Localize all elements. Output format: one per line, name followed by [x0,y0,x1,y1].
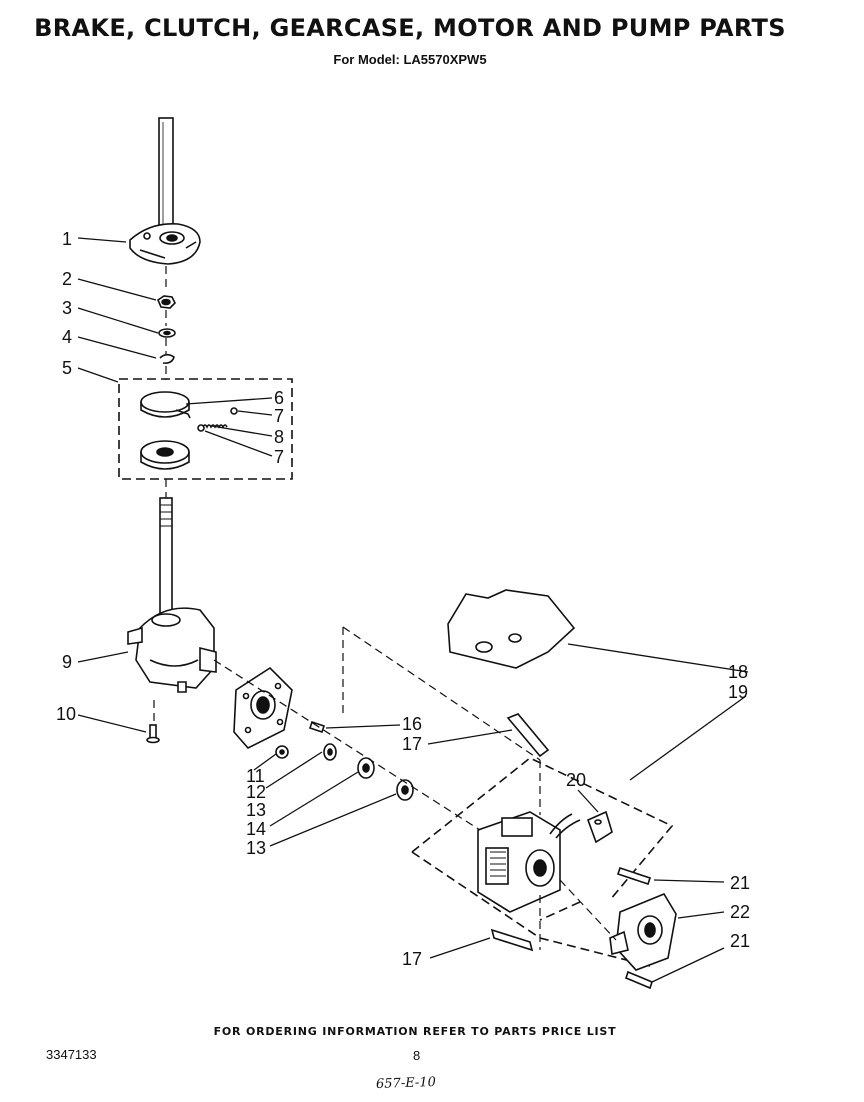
callout-9: 9 [62,652,72,672]
part-18-motor-mount-plate [447,589,576,669]
part-22-pump [609,892,677,971]
part-8-spring [197,407,238,432]
part-17-strap-upper [506,713,550,758]
callout-12: 12 [246,782,266,802]
document-number: 3347133 [46,1047,97,1062]
ordering-note: FOR ORDERING INFORMATION REFER TO PARTS … [213,1025,617,1038]
part-13-coupling [323,743,337,761]
callout-13-upper: 13 [246,800,266,820]
callout-1: 1 [62,229,72,249]
callout-8: 8 [274,427,284,447]
callout-16: 16 [402,714,422,734]
part-17-strap-lower [490,928,534,952]
callout-10: 10 [56,704,76,724]
motor-adapter-plate [233,666,293,749]
callout-20: 20 [566,770,586,790]
part-5-clutch-kit-outline [118,378,293,480]
part-19-motor-outline [411,757,674,921]
part-13-motor-coupling [396,779,414,801]
part-11-nut [275,745,289,759]
callout-6: 6 [274,388,284,408]
callout-7-lower: 7 [274,447,284,467]
callout-17-lower: 17 [402,949,422,969]
lower-shaft [159,497,173,624]
callout-14: 14 [246,819,266,839]
leader-lines [77,237,749,983]
model-number: For Model: LA5570XPW5 [333,52,487,67]
page-number: 8 [413,1048,421,1063]
clutch-drum [140,440,190,470]
part-16-pin [308,720,326,734]
part-2-nut [157,295,176,309]
part-1-brake-cam [129,223,201,265]
part-9-gearcase [127,607,217,693]
callout-4: 4 [62,327,72,347]
part-10-bolt [146,724,160,744]
callout-21-upper: 21 [730,873,750,893]
callout-13-lower: 13 [246,838,266,858]
motor [477,811,581,913]
callout-2: 2 [62,269,72,289]
callout-17-upper: 17 [402,734,422,754]
callout-5: 5 [62,358,72,378]
upper-shaft [158,117,174,237]
callout-7-upper: 7 [274,406,284,426]
callout-3: 3 [62,298,72,318]
callout-18: 18 [728,662,748,682]
handwritten-note: 657-E-10 [375,1074,437,1093]
page-title: BRAKE, CLUTCH, GEARCASE, MOTOR AND PUMP … [34,14,786,42]
callout-22: 22 [730,902,750,922]
part-21-clip-lower [625,970,653,990]
part-3-washer [158,328,176,338]
callout-21-lower: 21 [730,931,750,951]
part-21-clip-upper [616,866,652,886]
assembly-centerlines [153,266,617,950]
part-4-retaining-clip [159,353,175,364]
part-6-clutch-band [140,391,191,419]
callout-11: 11 [246,766,265,786]
part-20-capacitor-switch [586,810,613,844]
callout-19: 19 [728,682,748,702]
part-14-coupling-insert [357,757,375,779]
